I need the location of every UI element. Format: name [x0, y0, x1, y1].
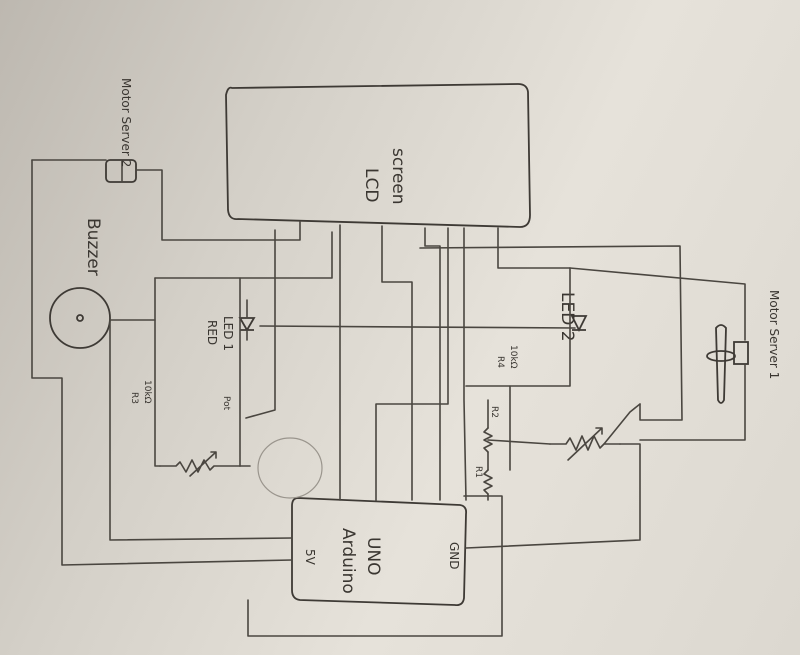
r3-label: R3 — [129, 392, 139, 404]
lcd-label-line1: LCD — [361, 168, 381, 202]
r4-label: R4 — [495, 356, 505, 368]
lcd-label-line2: screen — [388, 148, 408, 205]
led2-symbol — [570, 315, 588, 333]
arduino-label-line1: Arduino — [338, 528, 358, 594]
led1-symbol — [238, 317, 256, 332]
r2-resistor — [483, 427, 493, 453]
pin-5v-label: 5V — [303, 549, 317, 566]
pot-label: Pot — [221, 396, 231, 411]
lcd-screen-box — [225, 83, 531, 228]
wires — [31, 159, 746, 637]
motor-server-1 — [706, 324, 749, 404]
arduino-label-line2: UNO — [363, 537, 383, 576]
r1-resistor — [483, 469, 493, 495]
arduino-uno-box — [291, 497, 468, 607]
r2-label: R2 — [489, 406, 499, 418]
r1-label: R1 — [473, 466, 483, 478]
right-potentiometer — [549, 427, 621, 461]
r4-value: 10kΩ — [508, 345, 518, 369]
motor-server-2 — [105, 159, 137, 183]
r3-value: 10kΩ — [142, 380, 152, 404]
motor1-label: Motor Server 1 — [767, 290, 781, 379]
red-label: RED — [205, 320, 219, 345]
buzzer-label: Buzzer — [83, 218, 103, 276]
led1-label: LED 1 — [221, 316, 235, 351]
pin-gnd-label: GND — [447, 542, 461, 570]
buzzer — [49, 287, 111, 349]
led2-label: LED 2 — [557, 292, 577, 342]
motor2-label: Motor Server 2 — [119, 78, 133, 167]
left-potentiometer — [159, 451, 241, 477]
faint-circle — [257, 437, 323, 499]
